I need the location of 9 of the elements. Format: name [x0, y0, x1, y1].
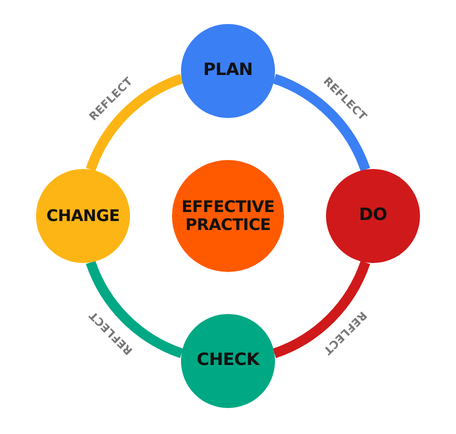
stage-circle: PLAN — [181, 24, 275, 118]
stage-circle: DO — [326, 169, 420, 263]
stage-circle: CHANGE — [36, 169, 130, 263]
stage-circle: CHECK — [181, 314, 275, 408]
stage-circle: EFFECTIVE PRACTICE — [172, 160, 284, 272]
connector-arc — [272, 74, 370, 172]
connector-arc — [86, 74, 184, 172]
connector-arc — [86, 260, 184, 358]
connector-arc — [272, 260, 370, 358]
